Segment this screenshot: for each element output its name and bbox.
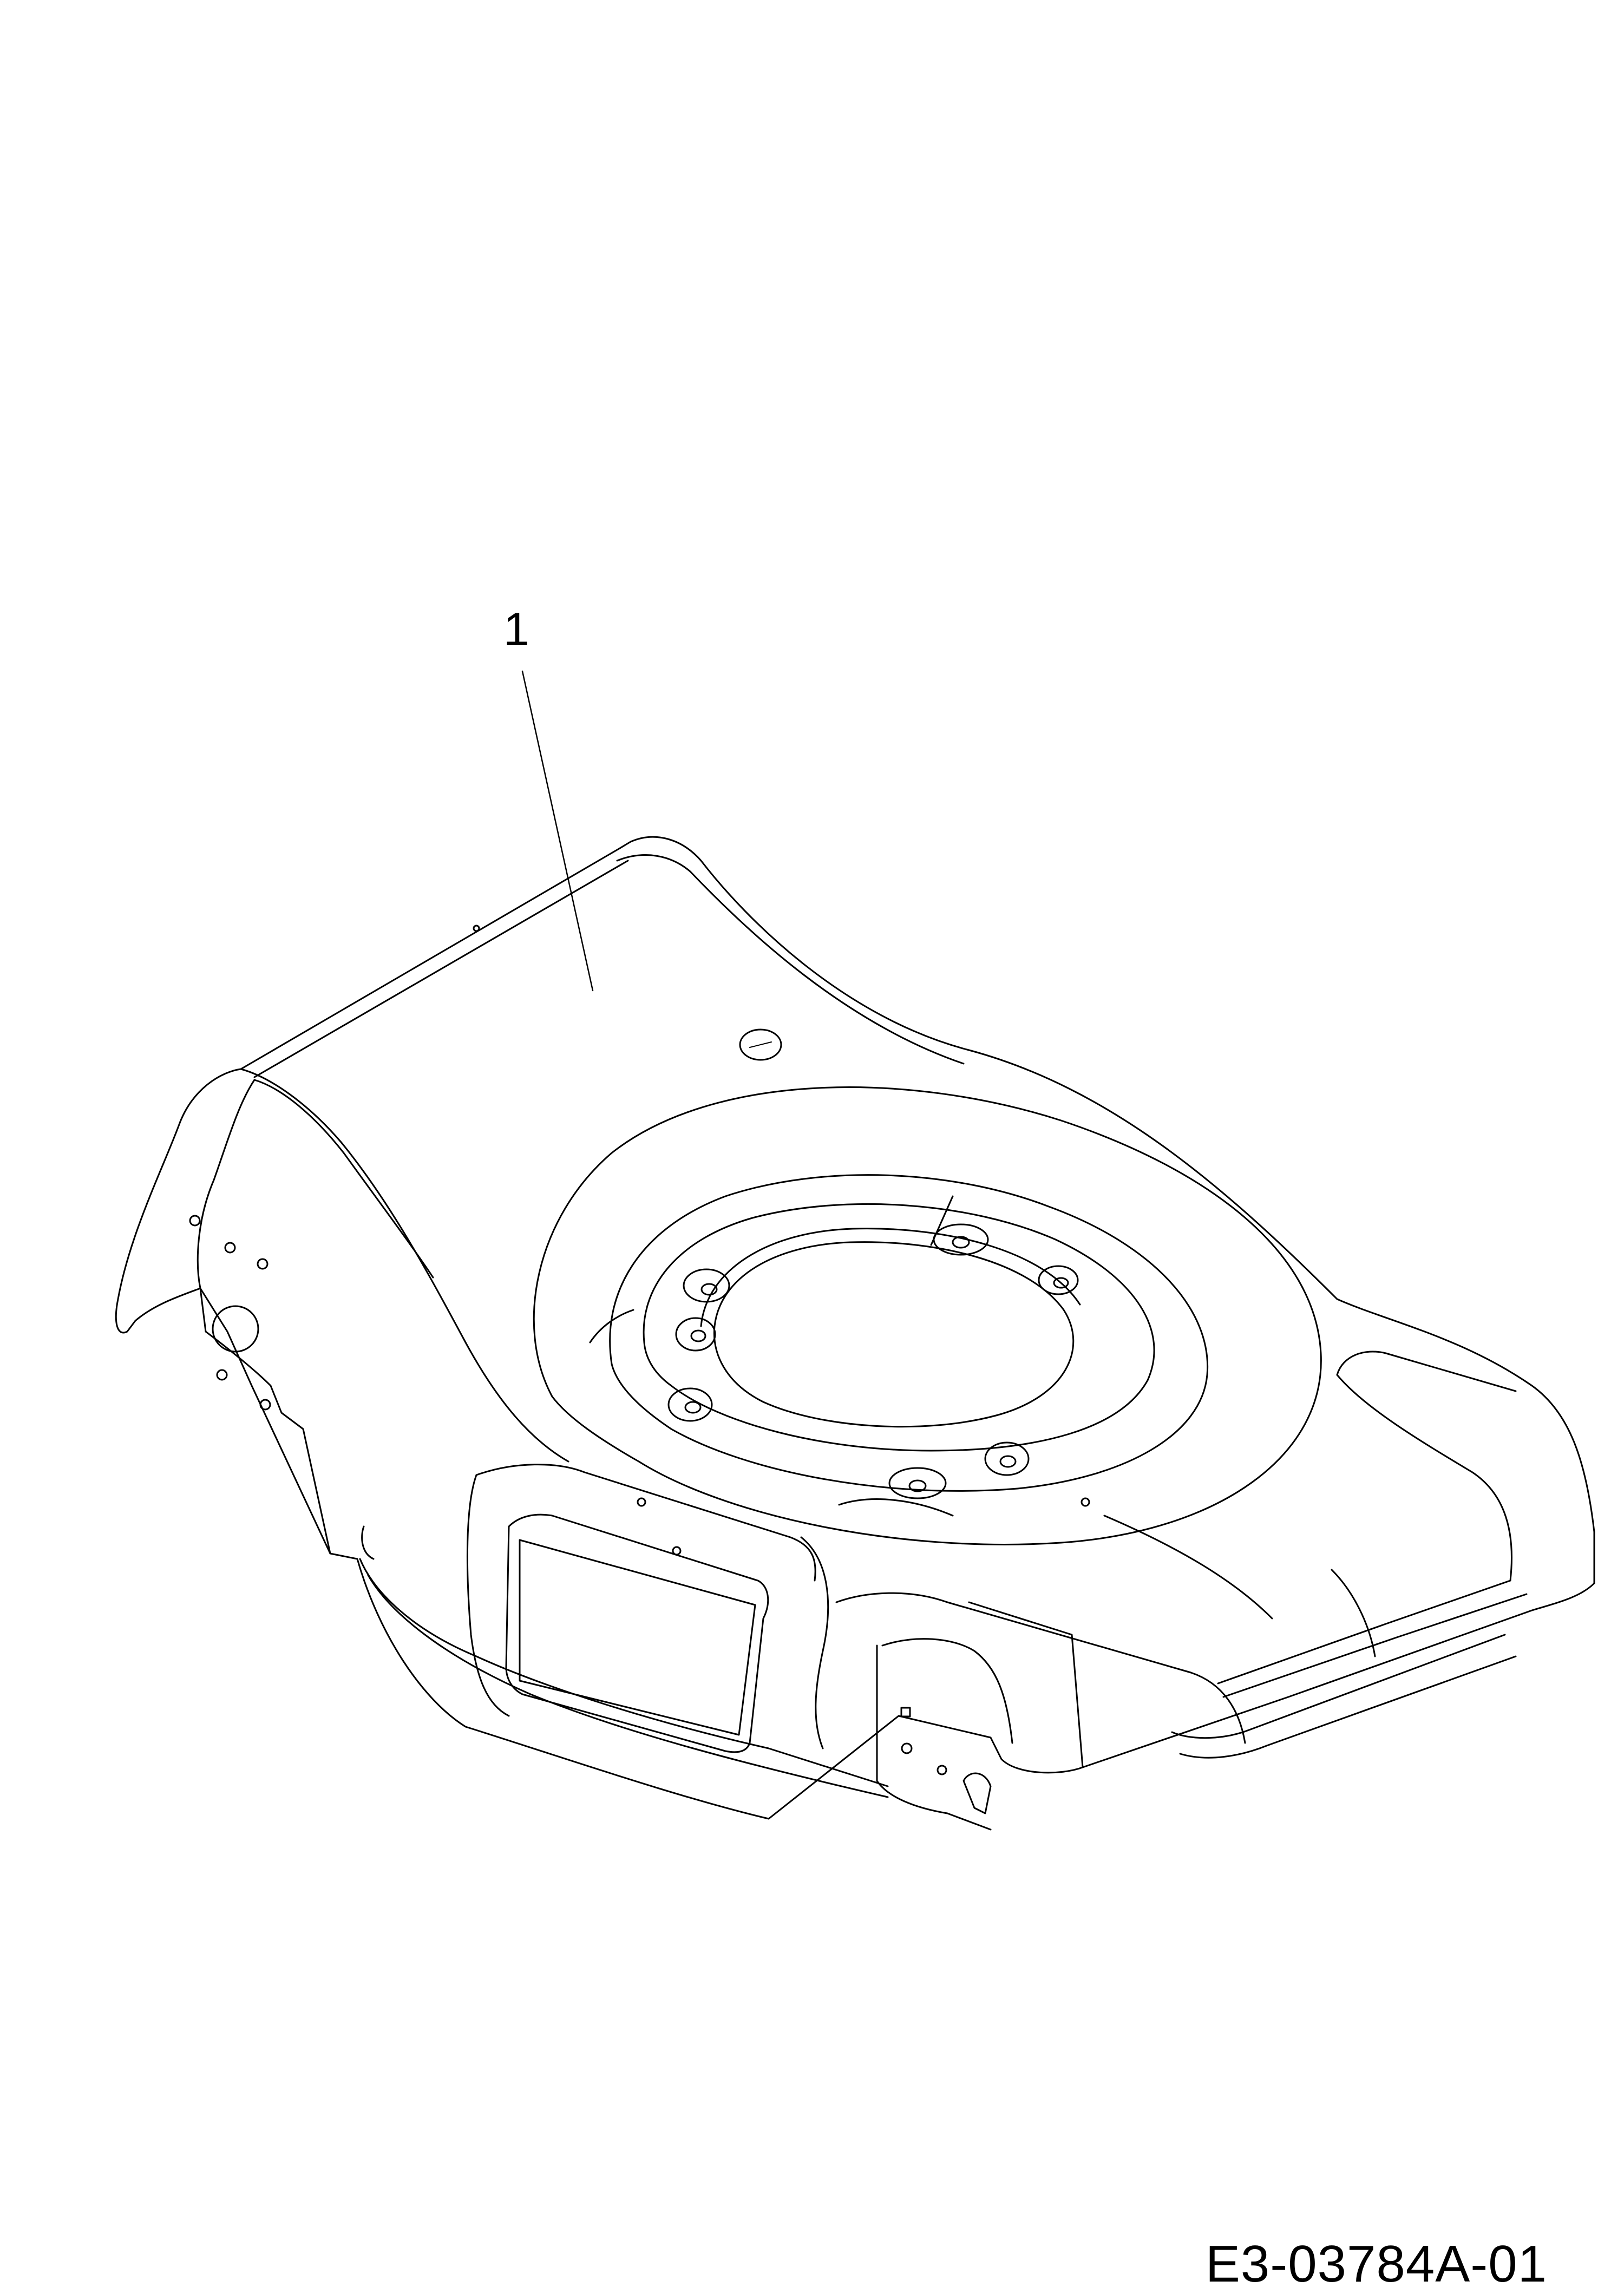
deck-seam-6 <box>589 1309 634 1343</box>
top-plug-hole <box>739 1028 782 1061</box>
boss-bottom-hole <box>908 1479 927 1492</box>
engine-mount-mid-ring <box>609 1174 1209 1492</box>
rear-right-lip-lower <box>1222 1593 1528 1698</box>
front-left-wheel-arch <box>466 1474 510 1717</box>
front-left-rivet-1 <box>637 1497 646 1507</box>
front-right-small-hole <box>937 1765 947 1775</box>
front-skirt-lower <box>367 1574 889 1798</box>
front-left-discharge-opening <box>505 1513 769 1753</box>
left-plate-hole-2 <box>224 1242 236 1254</box>
engine-mount-outer-ring <box>533 1086 1322 1545</box>
deck-rivet-right <box>1081 1497 1090 1507</box>
boss-left-mid <box>675 1317 716 1352</box>
left-plate-hole-3 <box>257 1258 269 1270</box>
left-plate-hole-5 <box>259 1399 271 1411</box>
rear-right-housing-inner <box>1336 1374 1512 1582</box>
boss-bottom <box>888 1467 947 1499</box>
boss-right-top <box>1038 1265 1079 1295</box>
left-plate-hole-1 <box>189 1215 201 1227</box>
drawing-reference-id: E3-03784A-01 <box>1205 2235 1547 2293</box>
left-plate-notch <box>199 1287 331 1555</box>
rear-right-housing-top <box>1336 1351 1517 1392</box>
callout-number-1: 1 <box>503 604 529 656</box>
engine-shaft-opening <box>713 1241 1075 1428</box>
mower-deck-housing <box>115 836 1595 1831</box>
front-right-housing-top <box>835 1592 1246 1744</box>
front-left-wheel-housing <box>475 1464 816 1582</box>
engine-mount-bolt-bosses <box>667 1223 1079 1499</box>
deck-outer-outline <box>115 836 1595 1820</box>
front-right-round-hole <box>901 1742 913 1754</box>
deck-seam-1 <box>968 1601 1084 1768</box>
left-plate-hole-4 <box>216 1369 228 1381</box>
rear-right-lip <box>1217 1579 1511 1685</box>
front-skirt <box>359 1558 889 1787</box>
front-right-housing-edge <box>876 1644 992 1831</box>
ridge-rivet <box>473 925 480 932</box>
deck-top-edge <box>616 854 965 1065</box>
left-axle-hole <box>212 1305 259 1353</box>
front-left-rivet-2 <box>672 1546 682 1556</box>
front-left-arch-inner <box>800 1536 829 1749</box>
deck-left-shoulder <box>240 1068 569 1463</box>
front-right-square-hole <box>900 1707 911 1718</box>
boss-left-top-hole <box>700 1283 718 1296</box>
engine-mount-inner-ring <box>643 1203 1155 1452</box>
front-left-discharge-inner <box>519 1539 756 1736</box>
deck-left-shoulder-inner <box>253 1079 434 1279</box>
left-side-plate <box>197 1079 256 1289</box>
boss-left-top <box>683 1268 730 1303</box>
deck-seam-3 <box>1103 1515 1273 1620</box>
top-plug-hole-slot <box>749 1041 772 1048</box>
boss-right-bottom-hole <box>999 1455 1017 1468</box>
boss-top <box>933 1223 989 1256</box>
rear-skirt-inner <box>1179 1655 1517 1759</box>
boss-top-hole <box>952 1236 970 1249</box>
deck-seam-4 <box>838 1498 954 1517</box>
boss-right-bottom <box>984 1441 1030 1476</box>
front-right-slot <box>962 1772 992 1814</box>
boss-left-low-hole <box>684 1401 702 1414</box>
deck-seam-2 <box>1331 1569 1376 1657</box>
deck-top-ridge <box>253 860 629 1078</box>
callout-leader-line <box>521 670 594 992</box>
deck-seam-5 <box>930 1195 954 1246</box>
front-right-housing-face <box>881 1638 1013 1744</box>
front-skirt-hole <box>361 1525 375 1560</box>
boss-left-low <box>667 1387 713 1422</box>
rear-skirt <box>1171 1634 1506 1739</box>
boss-left-mid-hole <box>690 1329 706 1342</box>
boss-right-top-hole <box>1053 1277 1069 1289</box>
